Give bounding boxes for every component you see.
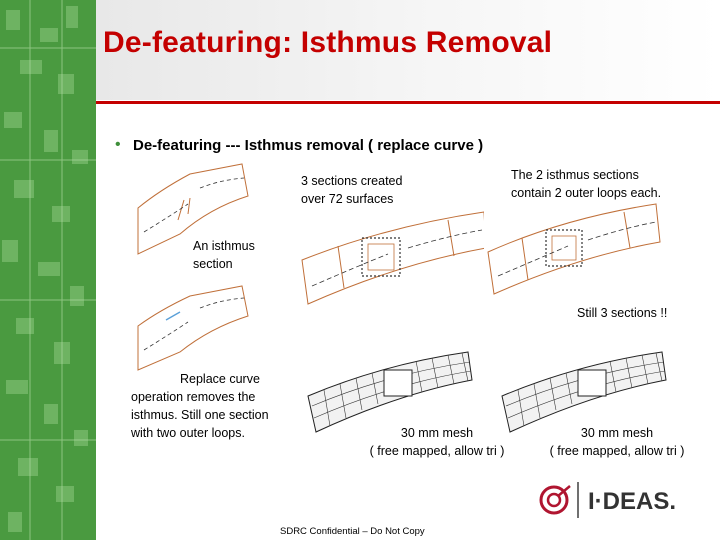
mesh-right-image xyxy=(498,344,668,436)
bullet-marker: • xyxy=(115,136,121,153)
two-sections-image xyxy=(484,202,662,312)
three-sections-image xyxy=(298,208,488,326)
title-bar xyxy=(96,0,720,100)
mesh-right-caption: 30 mm mesh ( free mapped, allow tri ) xyxy=(549,426,685,459)
two-sections-caption: The 2 isthmus sections contain 2 outer l… xyxy=(511,168,662,201)
slide-title: De-featuring: Isthmus Removal xyxy=(103,26,553,59)
mesh-left-caption: 30 mm mesh ( free mapped, allow tri ) xyxy=(369,426,505,459)
logo-wordmark: I·DEAS. xyxy=(588,488,676,515)
still-three-caption: Still 3 sections !! xyxy=(577,306,668,320)
isthmus-caption: An isthmus section xyxy=(193,239,255,272)
sections-created-caption: 3 sections created over 72 surfaces xyxy=(301,174,403,207)
decorative-sidebar xyxy=(0,0,96,540)
isthmus-section-image xyxy=(130,160,250,260)
bullet-text: De-featuring --- Isthmus removal ( repla… xyxy=(133,137,484,154)
footer-confidential: SDRC Confidential – Do Not Copy xyxy=(280,526,425,537)
mesh-left-image xyxy=(304,344,474,436)
replace-curve-caption: Replace curve operation removes the isth… xyxy=(131,372,269,441)
ideas-logo: I·DEAS. xyxy=(536,478,688,522)
replace-curve-image xyxy=(130,282,250,374)
title-rule xyxy=(96,101,720,104)
